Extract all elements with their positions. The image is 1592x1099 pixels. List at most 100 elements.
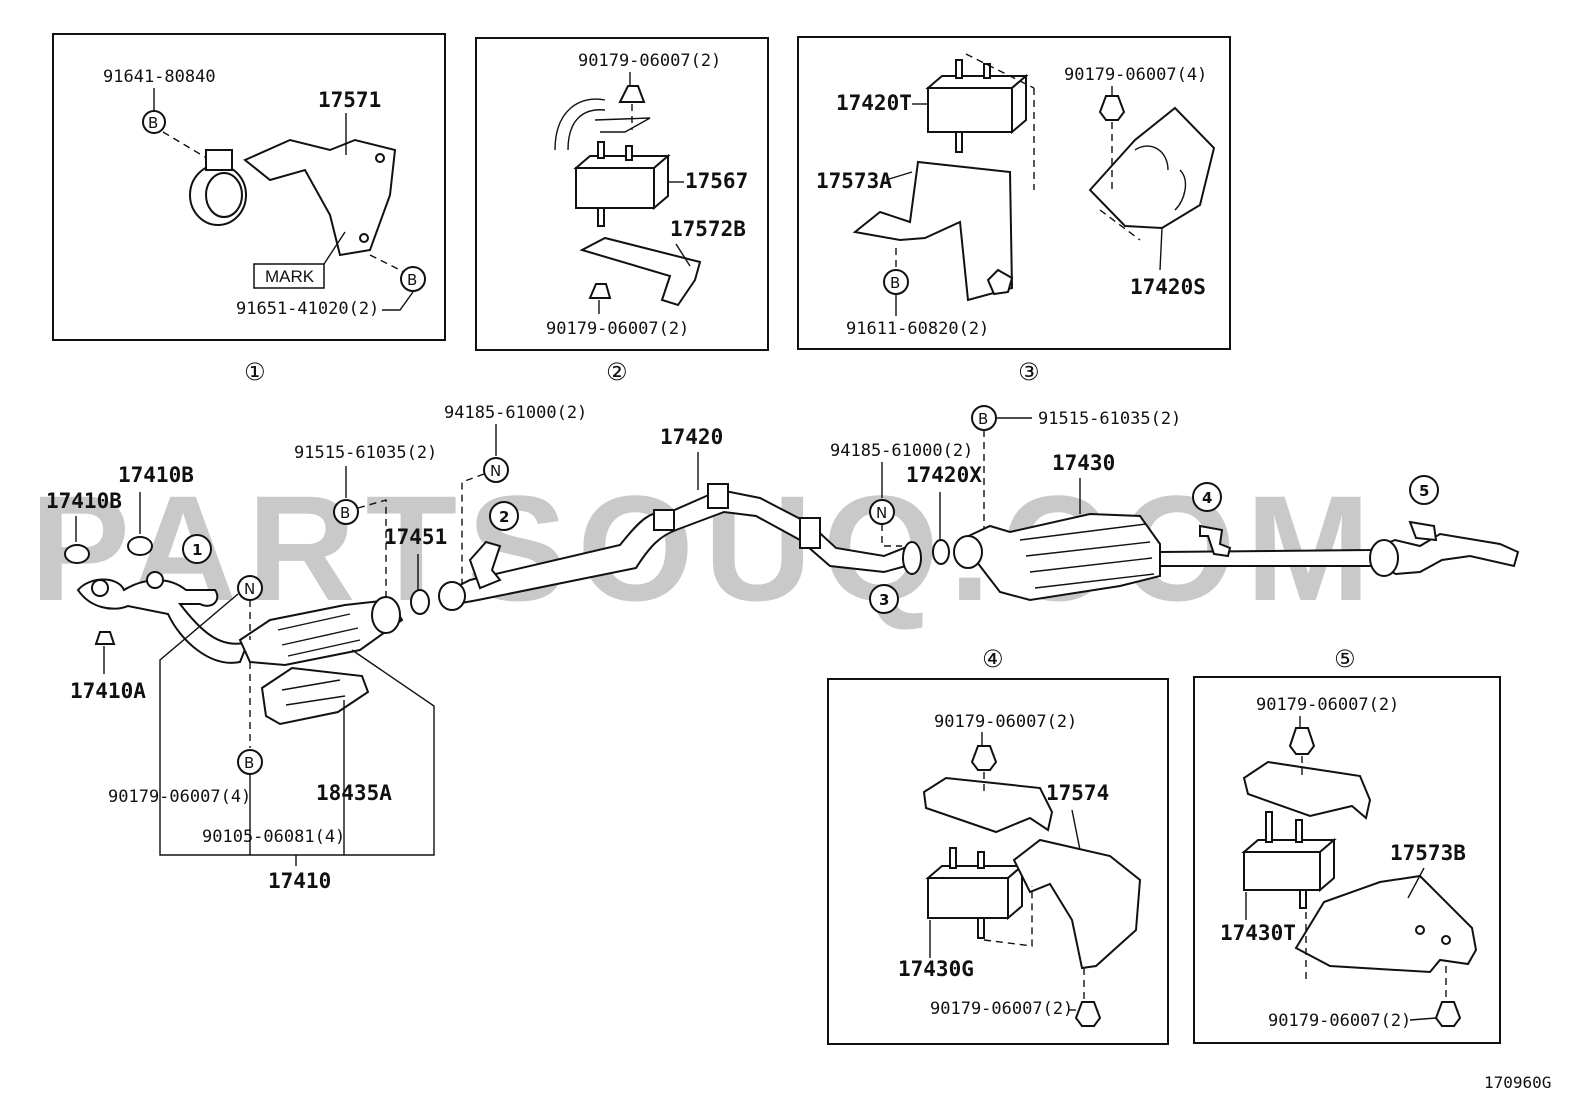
view-5-frame [1193,676,1501,1044]
view-4-panel: ④ 90179-06007(2) 17430G 17574 90179-0600… [827,645,1169,1045]
bracket-17573b-icon [1294,874,1478,974]
part-label[interactable]: 94185-61000(2) [830,441,973,461]
callout-4[interactable] [1192,482,1222,512]
mount-17430t-icon [1243,851,1321,891]
part-label[interactable]: 17420X [906,463,982,487]
view-1-panel: 91641-80840 B 17571 MARK B 91651-41020(2… [52,33,446,386]
bolt-marker-icon [333,499,359,525]
part-label[interactable]: 17574 [1046,781,1109,805]
part-label[interactable]: 90179-06007(4) [1064,65,1207,85]
bracket-17571-icon [243,138,397,257]
part-label[interactable]: 17571 [318,88,381,112]
view-number-3: ③ [1018,358,1040,386]
bracket-17574-icon [1012,838,1142,970]
view-1-frame [52,33,446,341]
svg-text:B: B [148,114,158,132]
diagram-code: 170960G [1484,1073,1551,1092]
part-label[interactable]: 17567 [685,169,748,193]
part-label[interactable]: 91651-41020(2) [236,299,379,319]
bolt-marker-icon [142,110,166,134]
part-label[interactable]: 17410 [268,869,331,893]
view-2-frame [475,37,769,351]
bracket-top-icon [1242,760,1372,820]
bolt-marker-icon [400,266,426,292]
svg-text:5: 5 [1419,482,1429,500]
part-label[interactable]: 18435A [316,781,392,805]
view-2-panel: 90179-06007(2) 17567 17572B 90179-06007(… [475,37,769,386]
part-label[interactable]: 17410A [70,679,146,703]
part-label[interactable]: 17572B [670,217,746,241]
part-label[interactable]: 90179-06007(2) [1268,1011,1411,1031]
part-label[interactable]: 17420T [836,91,912,115]
svg-text:B: B [340,504,350,522]
nut-marker-icon [483,457,509,483]
callout-2[interactable] [489,501,519,531]
part-label[interactable]: 17420 [660,425,723,449]
svg-text:B: B [890,274,900,292]
part-label[interactable]: 91515-61035(2) [294,443,437,463]
part-label[interactable]: 17410B [118,463,194,487]
part-label[interactable]: 90179-06007(2) [1256,695,1399,715]
nut-icon [588,283,612,299]
main-exhaust-assembly: 17410B 17410B 17410A 1 N B 18435A 90179-… [46,403,1520,893]
bracket-17420s-icon [1088,106,1216,230]
bracket-top-icon [922,776,1054,834]
svg-text:3: 3 [879,591,889,609]
part-label[interactable]: 91611-60820(2) [846,319,989,339]
nut-icon [1074,1001,1102,1027]
svg-text:1: 1 [192,541,202,559]
part-label[interactable]: 17573B [1390,841,1466,865]
svg-text:N: N [876,504,887,522]
nut-icon [1098,95,1126,121]
part-label[interactable]: 17410B [46,489,122,513]
view-number-4: ④ [982,645,1004,673]
view-number-2: ② [606,358,628,386]
svg-text:N: N [244,580,255,598]
part-label[interactable]: 17430T [1220,921,1296,945]
part-label[interactable]: 90179-06007(4) [108,787,251,807]
nut-icon [970,745,998,771]
gasket-icon [64,544,90,564]
catalytic-converter-icon [238,598,404,667]
svg-text:B: B [244,754,254,772]
part-label[interactable]: 91641-80840 [103,67,216,87]
part-label[interactable]: 90179-06007(2) [934,712,1077,732]
view-3-panel: 17420T 90179-06007(4) 17420S 17573A B 91… [797,36,1231,386]
part-label[interactable]: 94185-61000(2) [444,403,587,423]
part-label[interactable]: 91515-61035(2) [1038,409,1181,429]
part-label[interactable]: 17420S [1130,275,1206,299]
part-label[interactable]: 90179-06007(2) [578,51,721,71]
mount-17567-icon [575,167,655,209]
callout-3[interactable] [869,584,899,614]
callout-1[interactable] [182,534,212,564]
mount-17420t-icon [927,87,1013,133]
nut-icon [618,85,646,103]
view-number-5: ⑤ [1334,645,1356,673]
callout-5[interactable] [1409,475,1439,505]
part-label[interactable]: 90105-06081(4) [202,827,345,847]
part-label[interactable]: 17430 [1052,451,1115,475]
part-label[interactable]: 17573A [816,169,892,193]
front-pipe-17410-icon [76,578,250,664]
nut-icon [94,631,116,645]
part-label[interactable]: 90179-06007(2) [546,319,689,339]
part-label[interactable]: 90179-06007(2) [930,999,1073,1019]
view-number-1: ① [244,358,266,386]
part-label[interactable]: 17430G [898,957,974,981]
heat-insulator-icon [260,666,370,726]
watermark: PARTSOUQ.COM [30,464,1381,632]
svg-text:B: B [407,271,417,289]
gasket-icon [410,589,430,615]
svg-text:2: 2 [499,508,509,526]
mark-box [253,263,325,289]
view-5-panel: ⑤ 90179-06007(2) 17430T 17573B 90179-060… [1193,645,1501,1044]
svg-text:N: N [490,462,501,480]
part-label[interactable]: 17451 [384,525,447,549]
bracket-17573a-icon [852,160,1014,302]
svg-text:MARK: MARK [265,267,315,286]
svg-text:4: 4 [1202,489,1212,507]
mount-17430g-icon [927,877,1009,919]
gasket-icon [932,539,950,565]
svg-text:B: B [978,410,988,428]
